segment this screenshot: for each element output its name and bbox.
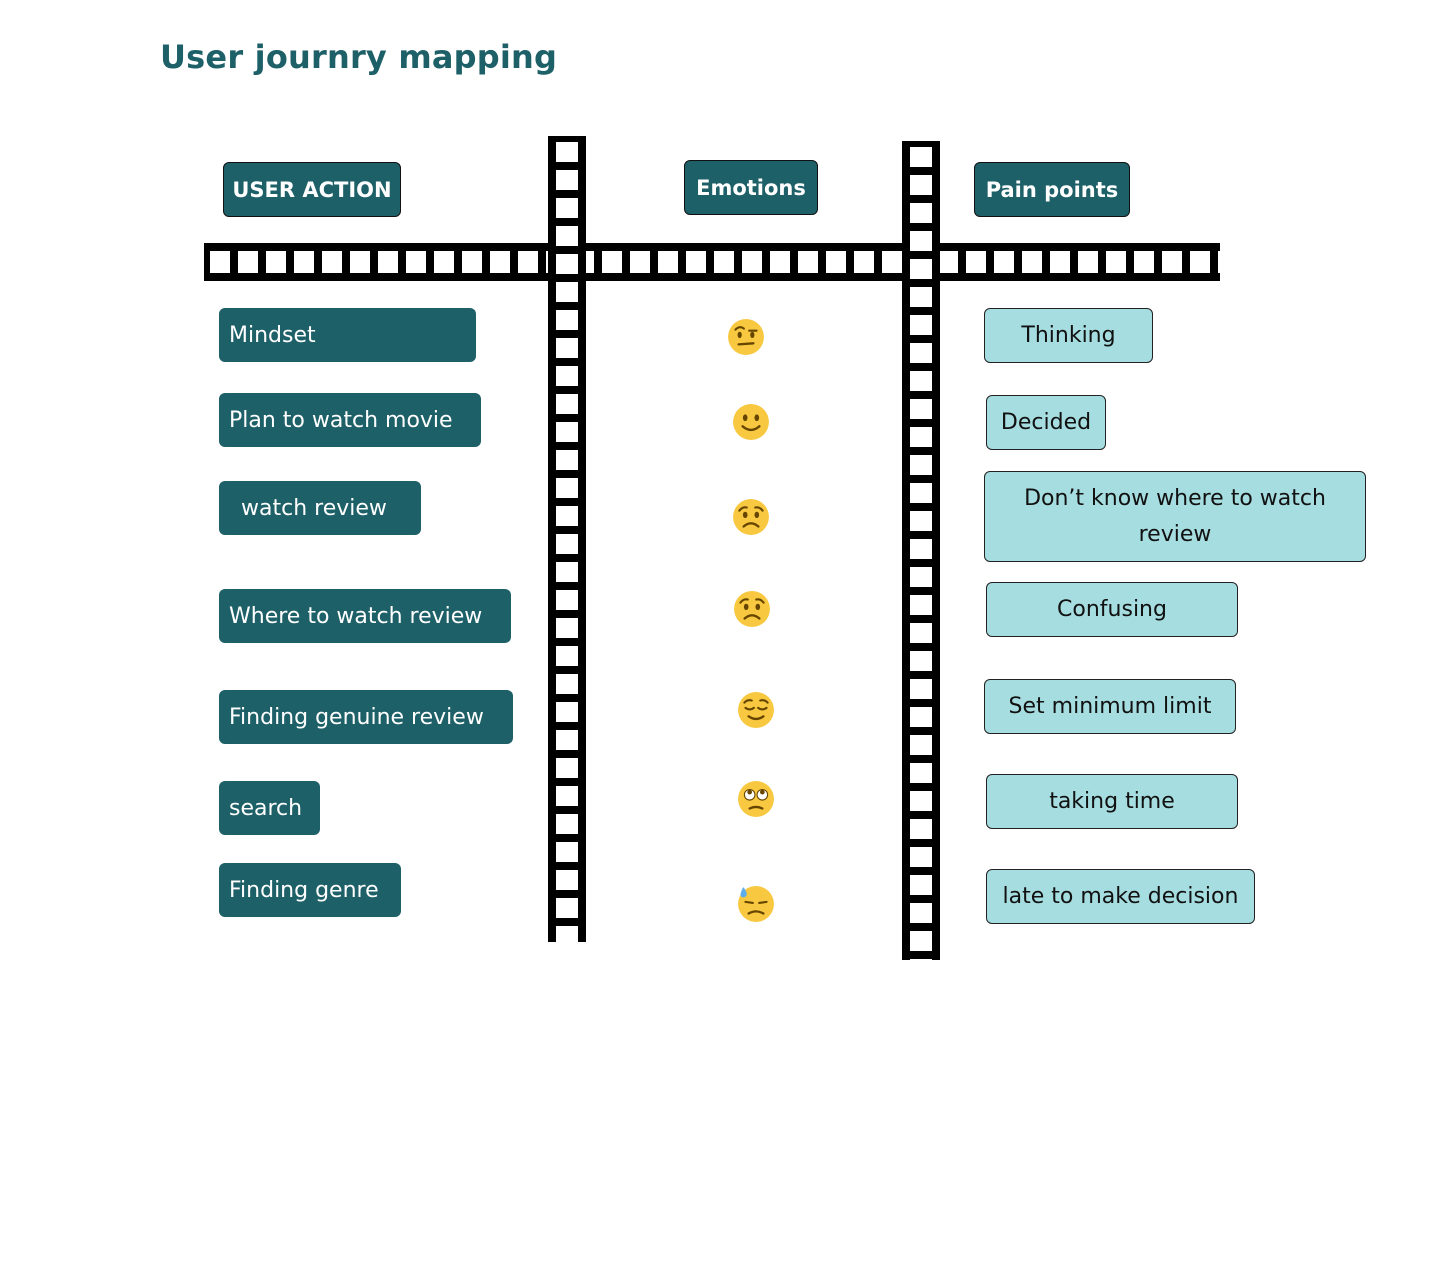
pain-point-item: taking time: [986, 774, 1238, 829]
user-action-item: Mindset: [219, 308, 476, 362]
pain-point-item: Thinking: [984, 308, 1153, 363]
eye-roll-face-icon: [738, 781, 774, 817]
raised-eyebrow-face-icon: [728, 319, 764, 355]
vertical-film-strip-divider-right: [902, 141, 940, 960]
user-action-item: Where to watch review: [219, 589, 511, 643]
relieved-face-icon: [738, 692, 774, 728]
pain-points-header: Pain points: [974, 162, 1130, 217]
horizontal-film-strip-divider: [204, 243, 1220, 281]
vertical-film-strip-divider-left: [548, 136, 586, 942]
user-action-item: Plan to watch movie: [219, 393, 481, 447]
slightly-smiling-face-icon: [733, 404, 769, 440]
pain-point-item: Set minimum limit: [984, 679, 1236, 734]
page-title: User journry mapping: [160, 38, 558, 76]
pain-point-item: Confusing: [986, 582, 1238, 637]
pain-point-item: late to make decision: [986, 869, 1255, 924]
user-action-item: watch review: [219, 481, 421, 535]
user-action-header: USER ACTION: [223, 162, 401, 217]
user-action-item: Finding genuine review: [219, 690, 513, 744]
user-action-item: search: [219, 781, 320, 835]
pain-point-item: Don’t know where to watch review: [984, 471, 1366, 562]
pain-point-item: Decided: [986, 395, 1106, 450]
worried-face-icon: [733, 499, 769, 535]
downcast-sweat-face-icon: [738, 886, 774, 922]
worried-face-icon: [734, 591, 770, 627]
user-action-item: Finding genre: [219, 863, 401, 917]
emotions-header: Emotions: [684, 160, 818, 215]
